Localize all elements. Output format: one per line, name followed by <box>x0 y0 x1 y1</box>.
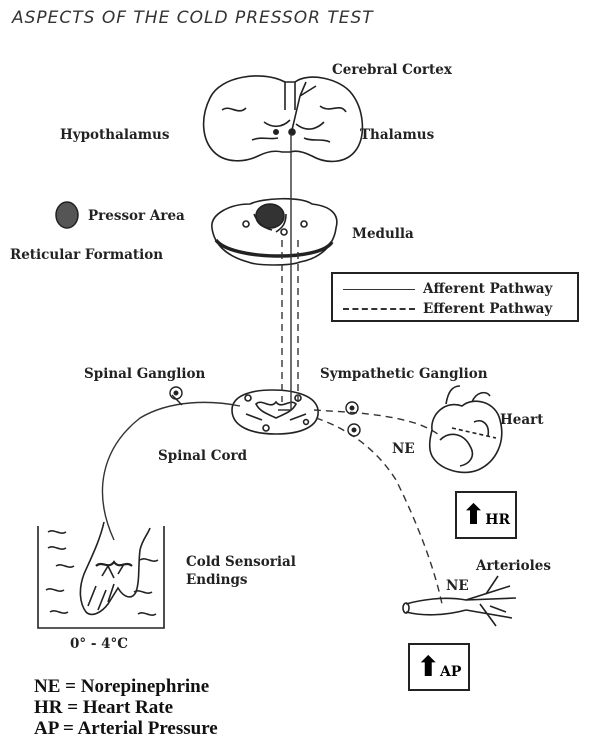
pressor-area-marker <box>56 202 78 228</box>
abbreviation-hr: HR = Heart Rate <box>34 697 173 719</box>
cold-bath-illustration <box>38 522 164 628</box>
brain-illustration <box>204 76 363 161</box>
pressor-area-label: Pressor Area <box>88 208 185 224</box>
ne-arterioles-label: NE <box>446 578 469 594</box>
abbreviation-ne: NE = Norepinephrine <box>34 676 209 698</box>
sympathetic-ganglion-markers <box>346 402 360 436</box>
spinal-cord-illustration <box>232 390 318 434</box>
heart-illustration <box>430 386 502 472</box>
temperature-label: 0° - 4°C <box>70 636 128 652</box>
spinal-cord-label: Spinal Cord <box>158 448 247 464</box>
legend-efferent-label: Efferent Pathway <box>423 301 552 317</box>
reticular-formation-label: Reticular Formation <box>10 247 163 263</box>
medulla-illustration <box>212 199 337 265</box>
legend-afferent-label: Afferent Pathway <box>423 281 552 297</box>
arterial-pressure-indicator: ⬆ AP <box>408 643 470 691</box>
legend-solid-line <box>343 289 415 290</box>
spinal-ganglion-label: Spinal Ganglion <box>84 366 205 382</box>
legend-afferent-row: Afferent Pathway <box>343 281 552 297</box>
cold-endings-label-line2: Endings <box>186 572 248 588</box>
medulla-label: Medulla <box>352 226 414 242</box>
cerebral-cortex-label: Cerebral Cortex <box>332 62 452 78</box>
cold-endings-label: Cold Sensorial <box>186 554 296 570</box>
hr-indicator-text: HR <box>485 512 510 528</box>
ap-indicator-text: AP <box>440 664 461 680</box>
spinal-ganglion-marker <box>170 387 182 405</box>
heart-label: Heart <box>500 412 543 428</box>
up-arrow-icon: ⬆ <box>417 653 440 681</box>
arterioles-label: Arterioles <box>476 558 551 574</box>
thalamus-label: Thalamus <box>360 127 434 143</box>
pathway-legend: Afferent Pathway Efferent Pathway <box>331 272 579 322</box>
legend-dashed-line <box>343 308 415 310</box>
heart-rate-indicator: ⬆ HR <box>455 491 517 539</box>
up-arrow-icon: ⬆ <box>462 501 485 529</box>
hypothalamus-label: Hypothalamus <box>60 127 169 143</box>
sympathetic-ganglion-label: Sympathetic Ganglion <box>320 366 488 382</box>
legend-efferent-row: Efferent Pathway <box>343 301 552 317</box>
abbreviation-ap: AP = Arterial Pressure <box>34 718 218 740</box>
ne-heart-label: NE <box>392 441 415 457</box>
afferent-pathway <box>102 134 291 540</box>
